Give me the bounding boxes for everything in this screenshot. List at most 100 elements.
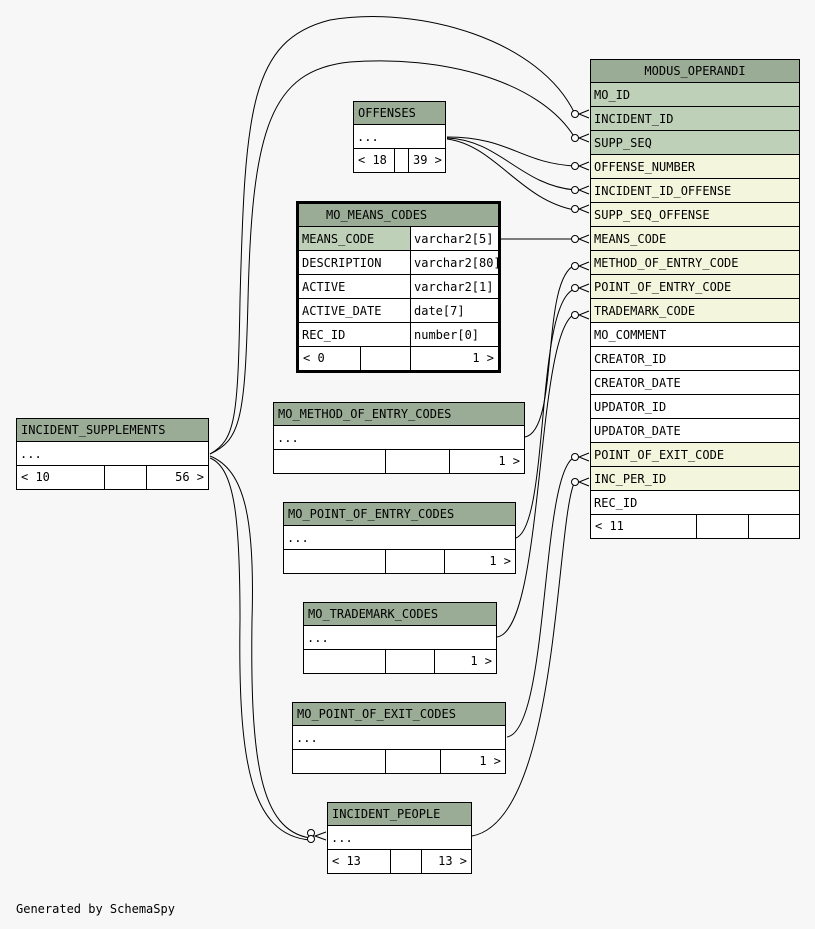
edge-point-of-exit: [506, 456, 576, 738]
generated-by-text: Generated by SchemaSpy: [16, 902, 175, 916]
table-title: INCIDENT_SUPPLEMENTS: [17, 419, 208, 442]
row-count: [385, 650, 434, 673]
column-type: number[0]: [410, 323, 498, 346]
table-footer: < 0 1 >: [299, 347, 498, 370]
columns-collapsed: ...: [284, 526, 515, 550]
column-name: ACTIVE: [302, 280, 346, 294]
parent-count: [274, 450, 385, 473]
parent-count: < 13: [332, 854, 361, 868]
column-row: INC_PER_ID: [591, 467, 799, 491]
table-offenses[interactable]: OFFENSES ... < 18 39 >: [353, 101, 446, 173]
edge-supplements-supp-seq: [209, 60, 576, 455]
edge-trademark: [496, 313, 576, 638]
column-row: CREATOR_ID: [591, 347, 799, 371]
columns-collapsed: ...: [17, 442, 208, 466]
edge-offenses-offense-number: [446, 136, 576, 167]
table-title: MODUS_OPERANDI: [591, 60, 799, 83]
table-incident-people[interactable]: INCIDENT_PEOPLE ... < 13 13 >: [327, 802, 472, 874]
table-footer: 1 >: [274, 450, 524, 473]
column-type: varchar2[5]: [410, 227, 498, 250]
row-count: [390, 850, 421, 873]
table-title: MO_POINT_OF_EXIT_CODES: [293, 703, 505, 726]
table-title: MO_TRADEMARK_CODES: [304, 603, 496, 626]
parent-count: < 0: [303, 351, 325, 365]
table-footer: < 10 56 >: [17, 466, 208, 489]
table-mo-point-of-exit-codes[interactable]: MO_POINT_OF_EXIT_CODES ... 1 >: [292, 702, 506, 774]
row-count: [385, 750, 440, 773]
table-footer: < 18 39 >: [354, 149, 445, 172]
column-name: ACTIVE_DATE: [302, 304, 382, 318]
column-type: varchar2[80]: [410, 251, 498, 274]
row-count: [360, 347, 410, 370]
child-count: 39 >: [408, 149, 445, 172]
child-count: 13 >: [421, 850, 471, 873]
child-count: 1 >: [410, 347, 498, 370]
column-row: REC_ID number[0]: [299, 323, 498, 347]
table-footer: < 11: [591, 515, 799, 538]
parent-count: < 10: [21, 470, 50, 484]
column-type: varchar2[1]: [410, 275, 498, 298]
columns-collapsed: ...: [274, 426, 524, 450]
column-row: ACTIVE varchar2[1]: [299, 275, 498, 299]
edge-offenses-incident-id-offense: [446, 137, 576, 191]
child-count: 1 >: [449, 450, 524, 473]
table-title: MO_POINT_OF_ENTRY_CODES: [284, 503, 515, 526]
column-row: DESCRIPTION varchar2[80]: [299, 251, 498, 275]
table-mo-point-of-entry-codes[interactable]: MO_POINT_OF_ENTRY_CODES ... 1 >: [283, 502, 516, 574]
column-type: date[7]: [410, 299, 498, 322]
column-row: CREATOR_DATE: [591, 371, 799, 395]
column-row: ACTIVE_DATE date[7]: [299, 299, 498, 323]
column-name: REC_ID: [302, 328, 346, 342]
table-title: OFFENSES: [354, 102, 445, 125]
table-mo-method-of-entry-codes[interactable]: MO_METHOD_OF_ENTRY_CODES ... 1 >: [273, 402, 525, 474]
child-count: 1 >: [434, 650, 496, 673]
parent-count: < 18: [358, 153, 387, 167]
table-mo-trademark-codes[interactable]: MO_TRADEMARK_CODES ... 1 >: [303, 602, 497, 674]
columns-collapsed: ...: [293, 726, 505, 750]
table-mo-means-codes[interactable]: MO_MEANS_CODES MEANS_CODE varchar2[5] DE…: [296, 201, 501, 373]
edge-supplements-people-1: [209, 455, 311, 839]
column-row: UPDATOR_ID: [591, 395, 799, 419]
row-count: [104, 466, 146, 489]
edge-supplements-people-2: [209, 457, 311, 841]
row-count: [394, 149, 408, 172]
column-row: TRADEMARK_CODE: [591, 299, 799, 323]
column-row: INCIDENT_ID_OFFENSE: [591, 179, 799, 203]
row-count: [385, 550, 444, 573]
column-row: SUPP_SEQ: [591, 131, 799, 155]
column-row: POINT_OF_ENTRY_CODE: [591, 275, 799, 299]
column-row: MO_COMMENT: [591, 323, 799, 347]
column-name: MEANS_CODE: [299, 227, 410, 250]
columns-collapsed: ...: [304, 626, 496, 650]
column-row: MEANS_CODE varchar2[5]: [299, 227, 498, 251]
column-row: POINT_OF_EXIT_CODE: [591, 443, 799, 467]
column-row: MEANS_CODE: [591, 227, 799, 251]
edge-people-inc-per-id: [471, 480, 576, 837]
table-footer: 1 >: [293, 750, 505, 773]
edge-supplements-incident-id: [209, 16, 576, 455]
column-row: UPDATOR_DATE: [591, 419, 799, 443]
column-row: REC_ID: [591, 491, 799, 515]
column-row: OFFENSE_NUMBER: [591, 155, 799, 179]
parent-count: [284, 550, 385, 573]
table-incident-supplements[interactable]: INCIDENT_SUPPLEMENTS ... < 10 56 >: [16, 418, 209, 490]
edge-point-of-entry: [515, 288, 576, 539]
table-title: MO_MEANS_CODES: [299, 204, 498, 227]
child-count: [748, 515, 799, 538]
column-row: INCIDENT_ID: [591, 107, 799, 131]
columns-collapsed: ...: [328, 826, 471, 850]
table-title: INCIDENT_PEOPLE: [328, 803, 471, 826]
columns-collapsed: ...: [354, 125, 445, 149]
column-name: DESCRIPTION: [302, 256, 382, 270]
edge-offenses-supp-seq-offense: [446, 138, 576, 211]
table-footer: < 13 13 >: [328, 850, 471, 873]
parent-count: [293, 750, 385, 773]
table-modus-operandi[interactable]: MODUS_OPERANDI MO_ID INCIDENT_ID SUPP_SE…: [590, 59, 800, 539]
column-row: METHOD_OF_ENTRY_CODE: [591, 251, 799, 275]
row-count: [385, 450, 449, 473]
child-count: 56 >: [146, 466, 208, 489]
parent-count: [304, 650, 385, 673]
parent-count: < 11: [595, 519, 624, 533]
column-row: SUPP_SEQ_OFFENSE: [591, 203, 799, 227]
